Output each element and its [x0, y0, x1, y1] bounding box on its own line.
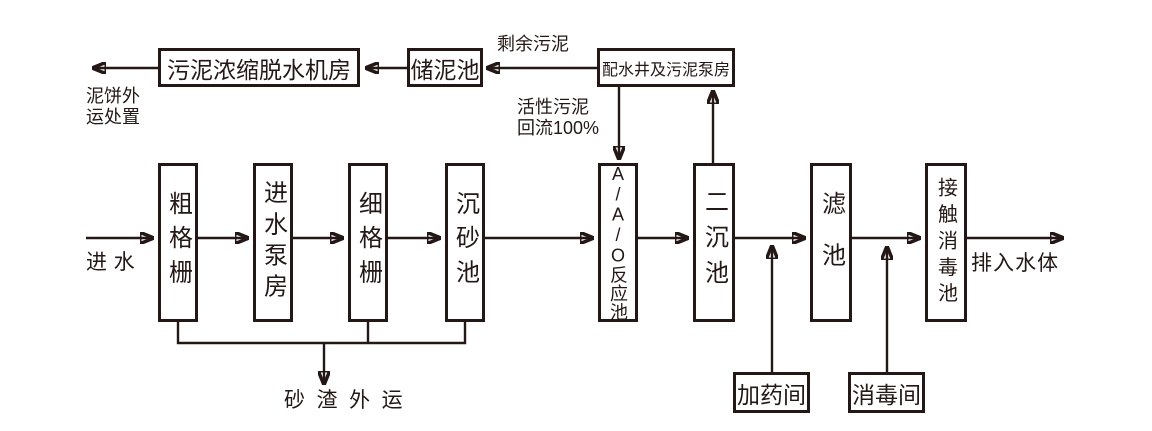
node-label: 消毒间	[852, 381, 921, 408]
node-label: 配水井及污泥泵房	[601, 61, 730, 79]
node-inlet-pump-house: 进水泵房	[253, 163, 293, 322]
node-label: 加药间	[737, 381, 806, 408]
node-label: 污泥浓缩脱水机房	[167, 56, 351, 83]
node-label: 细格栅	[354, 191, 382, 294]
grit-collector-line	[176, 322, 467, 345]
label-influent: 进 水	[86, 251, 136, 274]
node-label: 二沉池	[700, 189, 728, 296]
node-sludge-dewatering-house: 污泥浓缩脱水机房	[158, 48, 360, 87]
label-effluent: 排入水体	[971, 252, 1060, 275]
node-contact-disinfection-tank: 接触消毒池	[925, 163, 967, 322]
node-label: 接触消毒池	[934, 176, 957, 309]
node-distribution-well-sludge-pump-house: 配水井及污泥泵房	[597, 48, 735, 87]
node-label: 进水泵房	[259, 180, 287, 305]
label-excess-sludge: 剩余污泥	[497, 34, 569, 54]
node-label: 储泥池	[410, 56, 480, 83]
node-label: A/A/O反应池	[608, 164, 628, 321]
node-disinfection-room: 消毒间	[848, 372, 925, 413]
label-sludge-cake-disposal: 泥饼外 运处置	[86, 86, 140, 128]
node-label: 粗格栅	[164, 191, 192, 294]
node-fine-screen: 细格栅	[348, 163, 388, 322]
node-dosing-room: 加药间	[733, 372, 810, 413]
label-grit-slag-removal: 砂渣外运	[284, 389, 415, 412]
node-sludge-storage-tank: 储泥池	[407, 48, 483, 87]
node-aao-reactor: A/A/O反应池	[598, 163, 638, 322]
node-coarse-screen: 粗格栅	[158, 163, 198, 322]
node-grit-chamber: 沉砂池	[445, 163, 485, 322]
node-filter-tank: 滤池	[810, 163, 852, 322]
node-secondary-clarifier: 二沉池	[693, 163, 735, 322]
label-activated-sludge-return: 活性污泥 回流100%	[517, 97, 600, 139]
node-label: 沉砂池	[451, 191, 479, 294]
node-label: 滤池	[817, 190, 845, 295]
